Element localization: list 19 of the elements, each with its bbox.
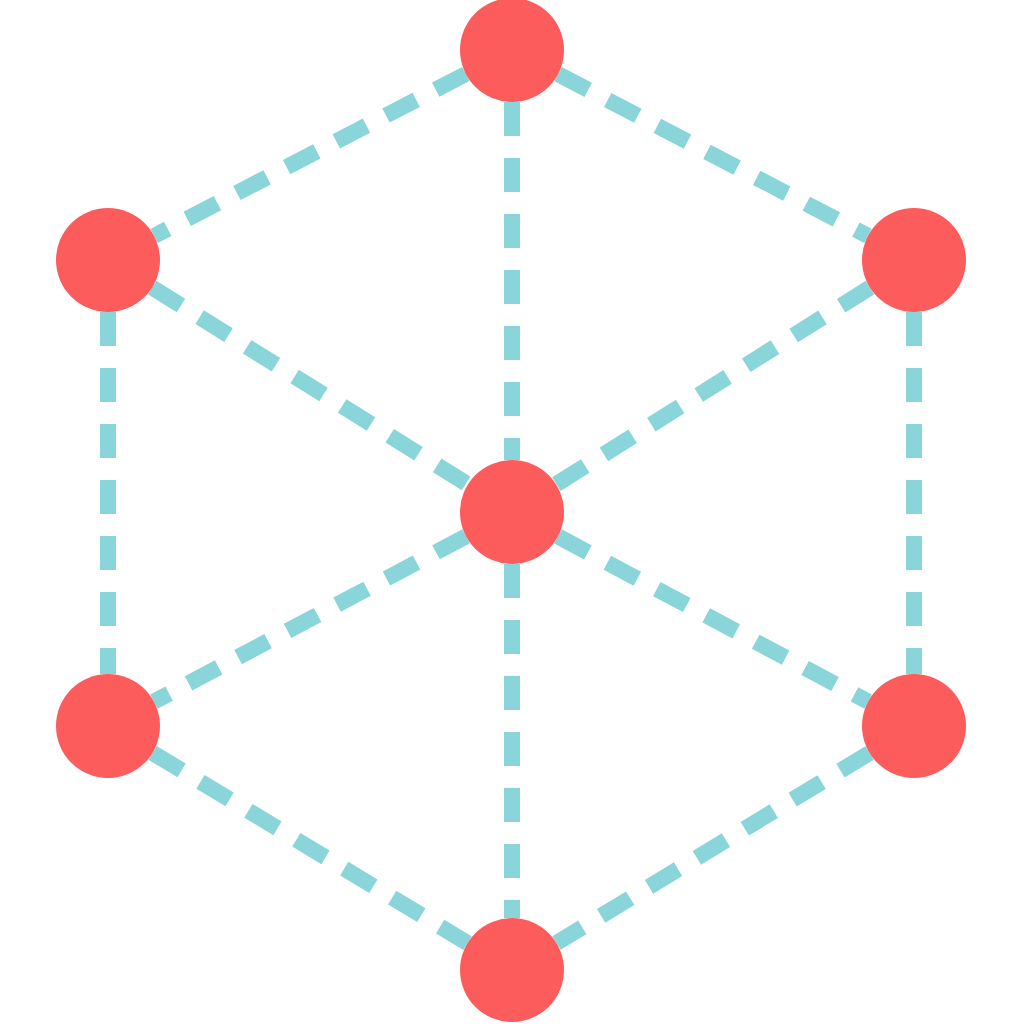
dashed-line xyxy=(150,529,470,709)
dashed-line xyxy=(906,312,922,674)
vertex-dot xyxy=(862,208,966,312)
dashed-line xyxy=(100,312,116,674)
dashed-line xyxy=(150,66,470,244)
dashed-line xyxy=(148,746,472,950)
vertex-dot xyxy=(460,0,564,102)
vertex-dot xyxy=(56,208,160,312)
vertex-dot xyxy=(862,674,966,778)
dashed-line xyxy=(147,280,473,492)
dashed-line xyxy=(554,67,872,243)
vertex-dot xyxy=(460,918,564,1022)
dashed-line xyxy=(551,280,875,492)
vertex-dot xyxy=(460,460,564,564)
vertex-dot xyxy=(56,674,160,778)
dashed-line xyxy=(552,746,874,950)
dashed-line xyxy=(504,102,520,460)
dashed-line xyxy=(504,564,520,918)
dashed-line xyxy=(554,529,872,709)
